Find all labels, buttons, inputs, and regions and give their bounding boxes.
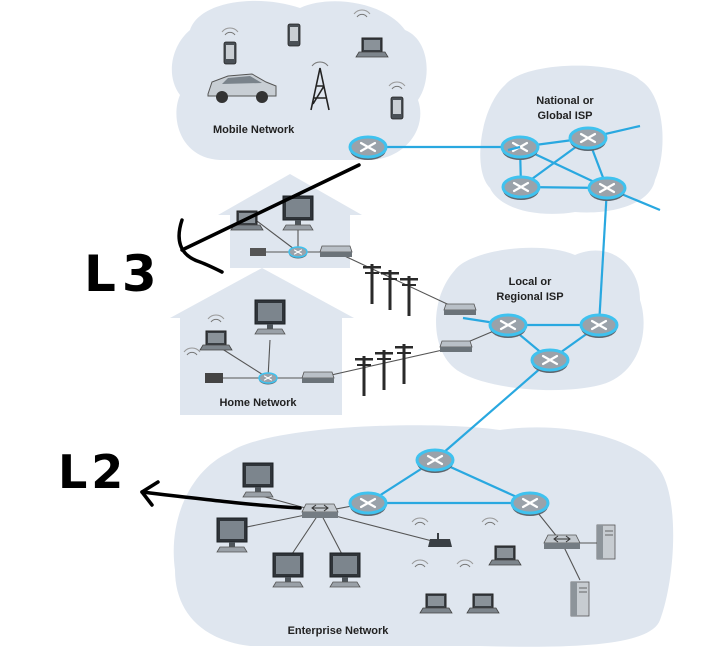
global-isp-label-line1: National or: [536, 95, 594, 107]
l3-label: L3: [84, 245, 163, 303]
home-device-icon: [205, 373, 223, 383]
global-isp-router: [501, 175, 541, 202]
global-isp-router: [587, 176, 627, 203]
enterprise-router: [510, 491, 550, 518]
phone-icon: [223, 41, 237, 65]
access-point-icon: [428, 533, 452, 547]
home-network-lower-house: [170, 268, 354, 415]
enterprise-network-label: Enterprise Network: [288, 625, 390, 637]
global-isp-router: [568, 126, 608, 153]
phone-icon: [287, 23, 301, 47]
l3-annotation: L3: [84, 163, 361, 303]
link-layer-switch-icon: [301, 503, 339, 519]
enterprise-router: [415, 448, 455, 475]
mobile-gateway-router: [348, 135, 388, 162]
isp-modem-icon: [443, 303, 477, 316]
l2-annotation: L2: [58, 445, 302, 510]
global-isp-label-line2: Global ISP: [537, 110, 592, 122]
utility-pole-icon: [381, 270, 399, 310]
enterprise-router: [348, 491, 388, 518]
link-layer-switch-icon: [543, 534, 581, 550]
cable-modem-icon: [319, 245, 353, 258]
server-icon: [570, 581, 590, 617]
regional-isp-label-line1: Local or: [509, 276, 553, 288]
utility-pole-icon: [395, 344, 413, 384]
server-icon: [596, 524, 616, 560]
home-router-icon: [258, 372, 278, 386]
isp-modem-icon: [439, 340, 473, 353]
desktop-computer-icon: [216, 517, 248, 553]
regional-isp-router: [530, 348, 570, 375]
home-network-label: Home Network: [219, 397, 297, 409]
regional-isp-label-line2: Regional ISP: [496, 291, 563, 303]
utility-pole-icon: [400, 276, 418, 316]
home-router-icon: [288, 246, 308, 260]
desktop-computer-icon: [242, 462, 274, 498]
car-icon: [207, 73, 277, 103]
regional-isp-cloud: [436, 247, 644, 391]
l2-label: L2: [58, 445, 127, 499]
mobile-network-label: Mobile Network: [213, 124, 295, 136]
home-network-upper-house: [218, 174, 362, 268]
regional-isp-router: [579, 313, 619, 340]
global-isp-router: [500, 135, 540, 162]
regional-isp-router: [488, 313, 528, 340]
cable-modem-icon: [301, 371, 335, 384]
global-isp-stub-links: [507, 145, 521, 152]
desktop-computer-icon: [272, 552, 304, 588]
utility-pole-icon: [363, 264, 381, 304]
cell-tower-icon: [310, 61, 330, 111]
home-device-icon: [250, 248, 266, 256]
desktop-computer-icon: [254, 299, 286, 335]
desktop-computer-icon: [329, 552, 361, 588]
utility-pole-icon: [375, 350, 393, 390]
enterprise-network-cloud: [173, 425, 674, 647]
utility-pole-icon: [355, 356, 373, 396]
phone-icon: [390, 96, 404, 120]
